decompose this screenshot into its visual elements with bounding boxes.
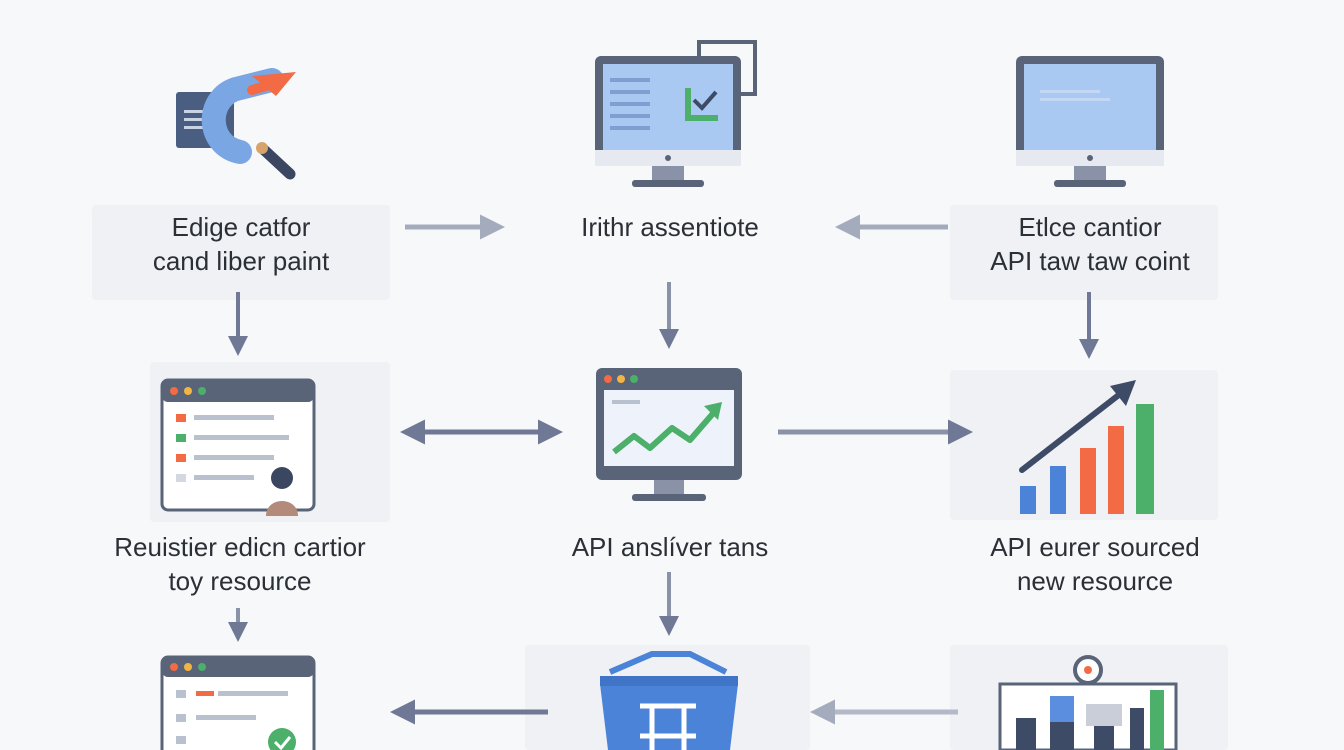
node-label-n4-line2: toy resource — [168, 566, 312, 596]
node-label-n6-line2: new resource — [1016, 566, 1174, 596]
node-label-n3-line1: Etlce cantior — [1018, 212, 1162, 242]
panel-n1 — [92, 205, 390, 300]
node-label-n1-line2: cand liber paint — [152, 246, 330, 276]
monitor-icon — [1016, 56, 1164, 187]
monitor-checklist-icon — [595, 40, 757, 187]
node-label-n1-line1: Edige catfor — [171, 212, 311, 242]
node-label-n2-line1: Irithr assentiote — [581, 212, 759, 242]
redirect-arrow-icon — [176, 68, 296, 180]
node-label-n2: Irithr assentiote — [520, 210, 820, 244]
panel-n3 — [950, 205, 1218, 300]
monitor-trend-chart-icon — [596, 368, 742, 501]
node-label-n6-line1: API eurer sourced — [990, 532, 1200, 562]
basket-icon — [600, 651, 738, 750]
node-label-n4: Reuistier edicn cartior toy resource — [80, 530, 400, 598]
node-label-n6: API eurer sourced new resource — [950, 530, 1240, 598]
bar-chart-pin-icon — [998, 655, 1178, 750]
node-label-n3-line2: API taw taw coint — [990, 246, 1190, 276]
node-label-n5-line1: API anslíver tans — [571, 532, 769, 562]
node-label-n1: Edige catfor cand liber paint — [92, 210, 390, 278]
node-label-n4-line1: Reuistier edicn cartior — [114, 532, 366, 562]
bar-chart-trend-icon — [1019, 380, 1154, 514]
browser-list-user-icon — [160, 378, 316, 516]
browser-check-icon — [160, 655, 316, 750]
node-label-n5: API anslíver tans — [520, 530, 820, 564]
node-label-n3: Etlce cantior API taw taw coint — [950, 210, 1230, 278]
